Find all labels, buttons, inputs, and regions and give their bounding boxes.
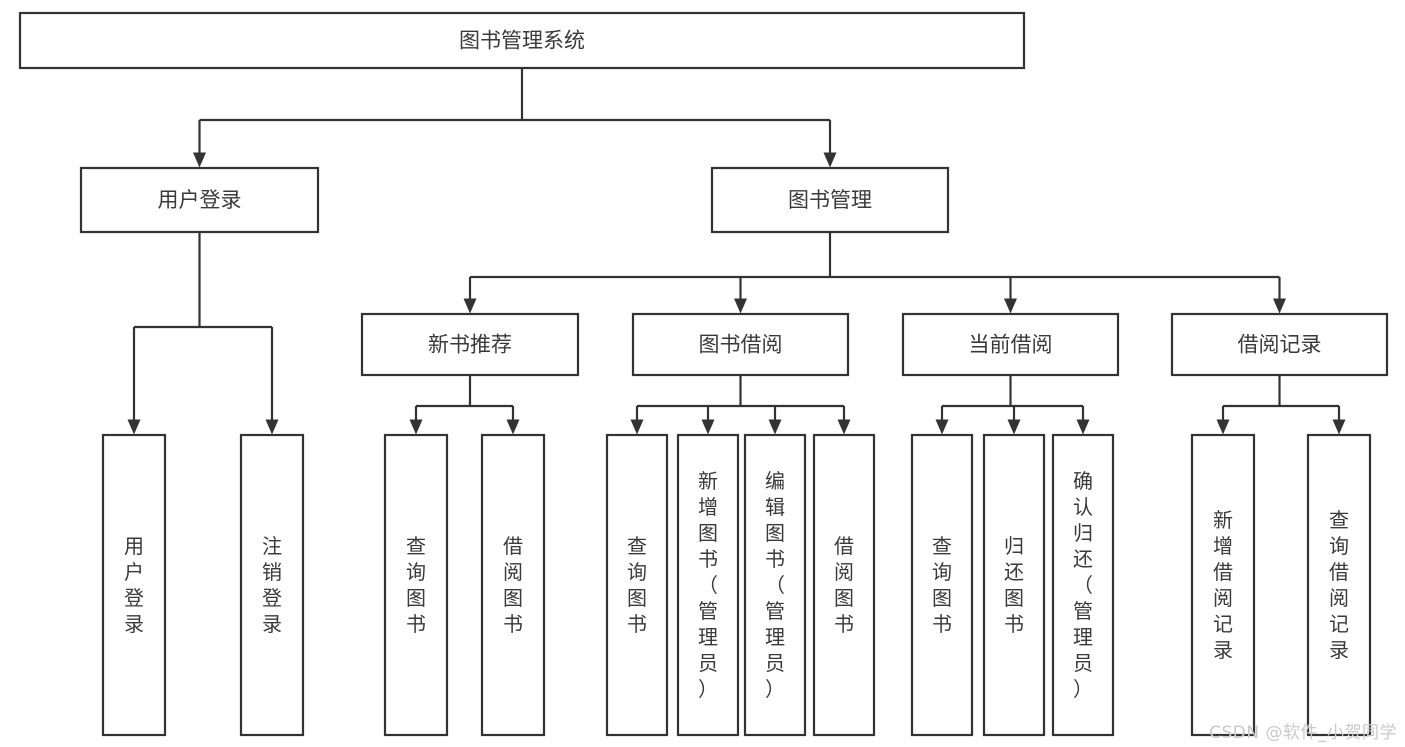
edge-arrowhead	[701, 419, 715, 435]
node-leaf-leaf-query-book-rec[interactable]: 查询图书	[383, 433, 449, 737]
node-box[interactable]	[910, 433, 974, 737]
edge-arrowhead	[506, 419, 520, 435]
edges-layer	[127, 68, 1346, 435]
node-leaf-leaf-user-logout[interactable]: 注销登录	[239, 433, 305, 737]
edge-arrowhead	[265, 419, 279, 435]
nodes-layer: 图书管理系统用户登录图书管理新书推荐图书借阅当前借阅借阅记录用户登录注销登录查询…	[18, 11, 1389, 737]
node-level3-book-borrow[interactable]: 图书借阅	[631, 312, 850, 377]
node-label: 借阅记录	[1238, 333, 1322, 357]
node-leaf-leaf-borrow-book[interactable]: 借阅图书	[812, 433, 876, 737]
edge-arrowhead	[837, 419, 851, 435]
node-leaf-leaf-borrow-book-rec[interactable]: 借阅图书	[480, 433, 546, 737]
node-level3-new-book-rec[interactable]: 新书推荐	[360, 312, 580, 377]
edge-arrowhead	[193, 152, 206, 168]
node-box[interactable]	[1051, 433, 1115, 737]
node-level2-user-login[interactable]: 用户登录	[79, 166, 320, 234]
node-label: 图书借阅	[699, 333, 783, 357]
node-box[interactable]	[710, 166, 950, 234]
node-level2-book-manage[interactable]: 图书管理	[710, 166, 950, 234]
node-leaf-leaf-return-book[interactable]: 归还图书	[982, 433, 1046, 737]
node-label: 借阅图书	[834, 534, 854, 636]
node-box[interactable]	[1190, 433, 1256, 737]
node-label: 编辑图书（管理员）	[765, 469, 785, 701]
node-box[interactable]	[360, 312, 580, 377]
node-label: 当前借阅	[969, 333, 1053, 357]
node-leaf-leaf-edit-book[interactable]: 编辑图书（管理员）	[743, 433, 807, 737]
node-leaf-leaf-query-book-borrow[interactable]: 查询图书	[605, 433, 669, 737]
node-box[interactable]	[812, 433, 876, 737]
node-label: 新书推荐	[428, 333, 512, 357]
edge-arrowhead	[768, 419, 782, 435]
edge-arrowhead	[463, 298, 477, 314]
node-leaf-leaf-add-record[interactable]: 新增借阅记录	[1190, 433, 1256, 737]
edge-arrowhead	[935, 419, 949, 435]
node-label: 查询图书	[406, 534, 426, 636]
node-box[interactable]	[901, 312, 1120, 377]
edge-arrowhead	[127, 419, 141, 435]
node-box[interactable]	[480, 433, 546, 737]
edge-arrowhead	[1216, 419, 1230, 435]
node-box[interactable]	[631, 312, 850, 377]
edge-arrowhead	[1332, 419, 1346, 435]
edge-arrowhead	[823, 152, 837, 168]
node-box[interactable]	[239, 433, 305, 737]
node-box[interactable]	[605, 433, 669, 737]
edge-arrowhead	[1004, 298, 1017, 314]
node-box[interactable]	[1170, 312, 1389, 377]
edge-arrowhead	[1076, 419, 1090, 435]
node-label: 新增借阅记录	[1213, 508, 1233, 662]
edge-arrowhead	[630, 419, 644, 435]
node-label: 用户登录	[124, 534, 144, 636]
edge-arrowhead	[1273, 298, 1286, 314]
node-label: 图书管理	[788, 188, 872, 212]
node-box[interactable]	[1306, 433, 1372, 737]
node-box[interactable]	[79, 166, 320, 234]
node-label: 新增图书（管理员）	[698, 469, 718, 701]
node-label: 用户登录	[158, 188, 242, 212]
node-root[interactable]: 图书管理系统	[18, 11, 1026, 70]
edge-arrowhead	[1007, 419, 1021, 435]
node-label: 图书管理系统	[459, 29, 585, 53]
node-leaf-leaf-confirm-return[interactable]: 确认归还（管理员）	[1051, 433, 1115, 737]
node-label: 查询借阅记录	[1329, 508, 1349, 662]
node-label: 借阅图书	[503, 534, 523, 636]
node-level3-current-borrow[interactable]: 当前借阅	[901, 312, 1120, 377]
edge-arrowhead	[734, 298, 747, 314]
node-leaf-leaf-query-record[interactable]: 查询借阅记录	[1306, 433, 1372, 737]
node-label: 确认归还（管理员）	[1073, 469, 1093, 701]
node-level3-borrow-record[interactable]: 借阅记录	[1170, 312, 1389, 377]
node-box[interactable]	[383, 433, 449, 737]
node-label: 注销登录	[262, 534, 282, 636]
node-box[interactable]	[743, 433, 807, 737]
node-leaf-leaf-query-book-current[interactable]: 查询图书	[910, 433, 974, 737]
node-leaf-leaf-user-login[interactable]: 用户登录	[101, 433, 167, 737]
node-box[interactable]	[982, 433, 1046, 737]
node-label: 归还图书	[1004, 534, 1024, 636]
node-box[interactable]	[101, 433, 167, 737]
node-box[interactable]	[676, 433, 740, 737]
node-leaf-leaf-add-book[interactable]: 新增图书（管理员）	[676, 433, 740, 737]
node-box[interactable]	[18, 11, 1026, 70]
node-label: 查询图书	[932, 534, 952, 636]
node-label: 查询图书	[627, 534, 647, 636]
edge-arrowhead	[409, 419, 423, 435]
